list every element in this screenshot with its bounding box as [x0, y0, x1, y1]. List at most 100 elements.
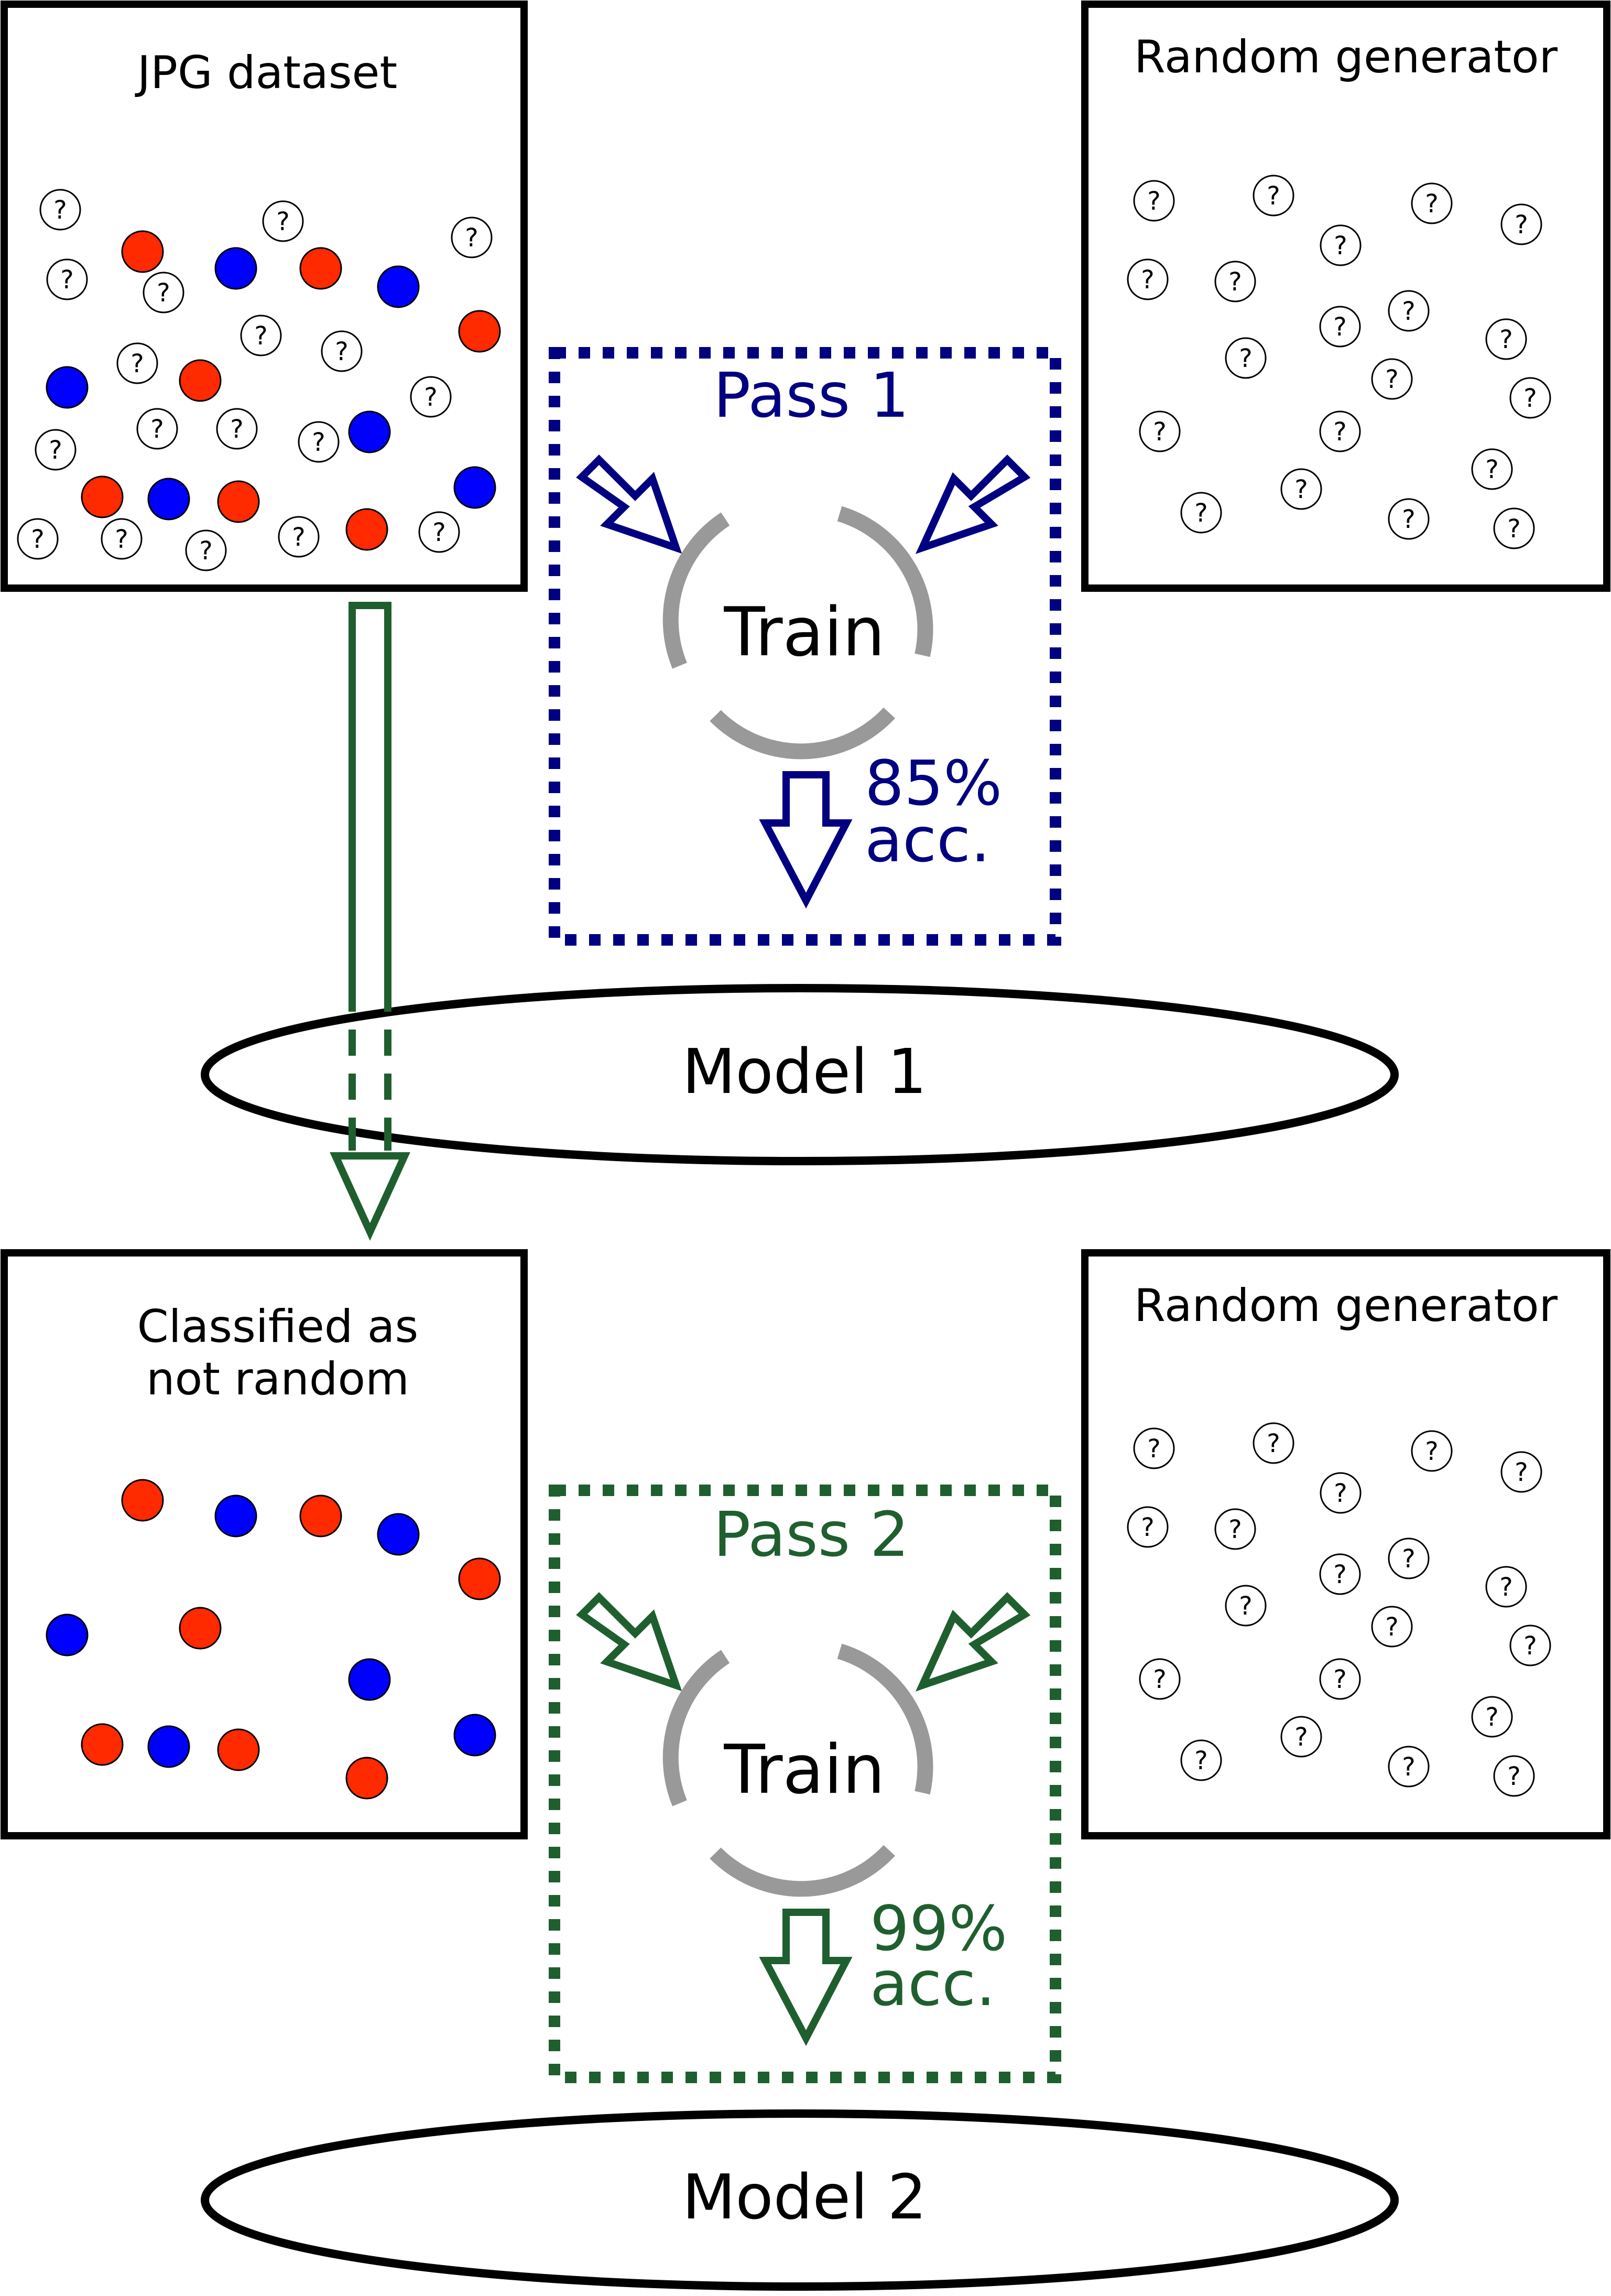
red-sample-dot — [179, 1607, 222, 1650]
blue-sample-dot — [147, 478, 190, 521]
svg-text:?: ? — [130, 349, 144, 378]
model-1-ellipse — [201, 984, 1399, 1165]
svg-text:?: ? — [1228, 1515, 1242, 1544]
random-generator-samples-2: ???????????????????? — [1127, 1422, 1551, 1797]
svg-text:?: ? — [335, 337, 348, 366]
unknown-sample-marker: ? — [1509, 377, 1551, 419]
red-sample-dot — [81, 475, 124, 518]
unknown-sample-marker: ? — [1388, 1537, 1430, 1579]
pass-2-input-arrow-left — [576, 1592, 682, 1692]
unknown-sample-marker: ? — [1471, 448, 1513, 490]
unknown-sample-marker: ? — [1388, 290, 1430, 332]
svg-text:?: ? — [1294, 1723, 1308, 1752]
unknown-sample-marker: ? — [1319, 306, 1361, 348]
unknown-sample-marker: ? — [1371, 1606, 1413, 1648]
unknown-sample-marker: ? — [39, 189, 81, 231]
svg-text:?: ? — [1523, 384, 1537, 413]
pass-1-accuracy-value: 85% — [865, 747, 1002, 819]
pass-1-input-arrow-left — [576, 454, 682, 554]
pass-1-output-arrow — [759, 771, 853, 909]
unknown-sample-marker: ? — [185, 529, 227, 571]
unknown-sample-marker: ? — [1320, 224, 1362, 266]
unknown-sample-marker: ? — [35, 429, 77, 471]
unknown-sample-marker: ? — [1225, 1585, 1267, 1627]
red-sample-dot — [458, 1557, 501, 1600]
red-sample-dot — [299, 247, 342, 290]
classified-title-line2: not random — [146, 1353, 409, 1405]
svg-text:?: ? — [60, 265, 73, 295]
unknown-sample-marker: ? — [1139, 410, 1181, 452]
unknown-sample-marker: ? — [262, 200, 304, 242]
train-label-2: Train — [723, 1731, 885, 1809]
svg-text:?: ? — [1425, 189, 1438, 219]
svg-text:?: ? — [254, 321, 267, 351]
svg-text:?: ? — [1499, 1573, 1512, 1602]
unknown-sample-marker: ? — [278, 516, 320, 558]
unknown-sample-marker: ? — [1280, 1716, 1322, 1758]
unknown-sample-marker: ? — [1133, 180, 1175, 222]
svg-text:?: ? — [1334, 231, 1347, 261]
svg-text:?: ? — [1333, 312, 1346, 342]
unknown-sample-marker: ? — [1320, 1472, 1362, 1514]
pass-1-accuracy-unit: acc. — [865, 804, 990, 876]
jpg-dataset-title: JPG dataset — [135, 47, 397, 99]
unknown-sample-marker: ? — [116, 342, 158, 384]
unknown-sample-marker: ? — [1500, 1451, 1542, 1493]
svg-text:?: ? — [49, 436, 62, 465]
red-sample-dot — [81, 1723, 124, 1766]
svg-text:?: ? — [1402, 505, 1415, 534]
unknown-sample-marker: ? — [1371, 358, 1413, 400]
svg-text:?: ? — [1228, 267, 1242, 297]
random-generator-samples-1: ???????????????????? — [1127, 175, 1551, 549]
unknown-sample-marker: ? — [1253, 1422, 1294, 1464]
svg-text:?: ? — [424, 383, 437, 412]
unknown-sample-marker: ? — [1411, 182, 1453, 224]
svg-text:?: ? — [1385, 1612, 1398, 1642]
random-generator-title-2: Random generator — [1134, 1280, 1558, 1332]
unknown-sample-marker: ? — [321, 330, 363, 372]
unknown-sample-marker: ? — [1319, 410, 1361, 452]
pass-2-input-arrow-right — [915, 1592, 1031, 1692]
unknown-sample-marker: ? — [1214, 261, 1256, 302]
blue-sample-dot — [377, 1513, 420, 1556]
train-label-1: Train — [723, 593, 885, 672]
svg-text:?: ? — [1267, 1429, 1280, 1458]
svg-text:?: ? — [1507, 1762, 1520, 1791]
unknown-sample-marker: ? — [17, 518, 59, 560]
svg-text:?: ? — [1141, 1513, 1154, 1542]
pass-2-label: Pass 2 — [713, 1498, 909, 1571]
svg-text:?: ? — [1333, 417, 1346, 447]
unknown-sample-marker: ? — [1411, 1430, 1453, 1472]
unknown-sample-marker: ? — [1280, 468, 1322, 510]
svg-text:?: ? — [1194, 499, 1207, 528]
unknown-sample-marker: ? — [1509, 1624, 1551, 1666]
svg-text:?: ? — [312, 428, 325, 457]
random-generator-title-1: Random generator — [1134, 31, 1558, 83]
svg-text:?: ? — [1153, 1665, 1166, 1694]
svg-text:?: ? — [1334, 1479, 1347, 1508]
unknown-sample-marker: ? — [143, 272, 184, 313]
classified-title-line1: Classified as — [137, 1301, 419, 1353]
random-generator-box-1 — [1081, 1, 1610, 592]
red-sample-dot — [217, 1728, 260, 1771]
svg-text:?: ? — [1147, 1434, 1160, 1464]
pass-2-accuracy-value: 99% — [870, 1892, 1007, 1965]
svg-text:?: ? — [1385, 365, 1398, 394]
blue-sample-dot — [377, 265, 420, 308]
pass-1-input-arrow-right — [915, 454, 1031, 554]
svg-text:?: ? — [1194, 1746, 1207, 1775]
unknown-sample-marker: ? — [298, 421, 340, 463]
unknown-sample-marker: ? — [1180, 1739, 1222, 1781]
unknown-sample-marker: ? — [216, 408, 258, 450]
unknown-sample-marker: ? — [1127, 1506, 1169, 1548]
pass-2-accuracy-unit: acc. — [870, 1947, 996, 2020]
jpg-dataset-samples: ?????????????????? — [17, 189, 501, 571]
svg-text:?: ? — [1425, 1437, 1438, 1466]
train-cycle-2 — [662, 1643, 933, 1897]
unknown-sample-marker: ? — [1127, 258, 1169, 300]
svg-text:?: ? — [1523, 1631, 1537, 1661]
unknown-sample-marker: ? — [1485, 318, 1527, 360]
unknown-sample-marker: ? — [1493, 1755, 1535, 1797]
blue-sample-dot — [348, 410, 391, 453]
svg-text:?: ? — [1507, 514, 1520, 544]
